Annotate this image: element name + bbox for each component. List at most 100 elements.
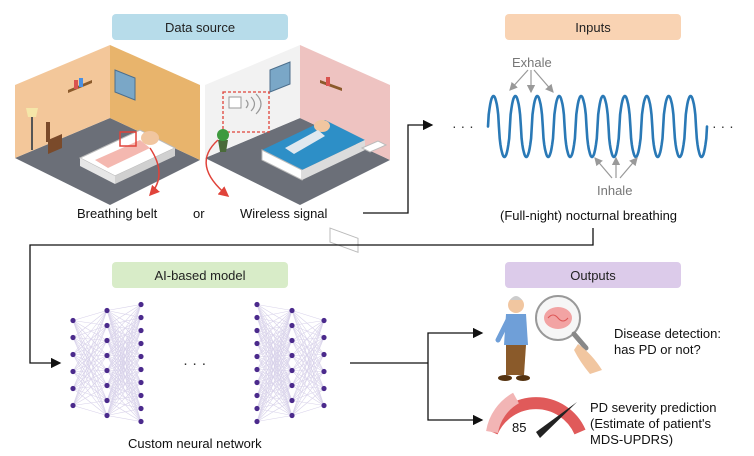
network-edge — [291, 354, 325, 416]
network-edge — [106, 317, 142, 326]
network-edge — [291, 337, 325, 341]
network-node — [104, 307, 110, 314]
network-edge — [256, 304, 293, 311]
network-edge — [106, 304, 142, 326]
network-edge — [72, 320, 108, 356]
network-edge — [291, 325, 325, 389]
network-node — [138, 301, 144, 308]
network-node — [104, 352, 110, 359]
network-edge — [256, 304, 293, 386]
network-edge — [256, 355, 293, 396]
network-edge — [291, 310, 325, 321]
network-edge — [256, 355, 293, 409]
network-edge — [256, 340, 293, 422]
network-edge — [72, 388, 108, 416]
network-edge — [72, 310, 108, 389]
network-edge — [106, 310, 142, 370]
network-edge — [72, 355, 108, 372]
network-edge — [291, 340, 325, 372]
network-node — [70, 368, 76, 375]
network-edge — [291, 337, 325, 386]
network-edge — [106, 310, 142, 331]
network-edge — [72, 325, 108, 406]
network-edge — [291, 325, 325, 355]
network-edge — [106, 304, 142, 371]
network-edge — [291, 388, 325, 401]
network-node — [104, 322, 110, 329]
network-edge — [291, 337, 325, 356]
network-edge — [72, 320, 108, 326]
network-edge — [106, 369, 142, 401]
network-edge — [106, 356, 142, 416]
network-edge — [256, 395, 293, 401]
detection-label-line2: has PD or not? — [614, 342, 701, 357]
network-edge — [106, 330, 142, 386]
network-edge — [72, 337, 108, 356]
network-edge — [256, 415, 293, 422]
network-node — [254, 314, 260, 321]
network-edge — [291, 385, 325, 389]
network-node — [254, 379, 260, 386]
severity-label-line1: PD severity prediction — [590, 400, 717, 415]
network-edge — [256, 340, 293, 383]
network-edge — [291, 370, 325, 372]
network-edge — [256, 310, 293, 396]
network-edge — [106, 355, 142, 370]
network-node — [70, 402, 76, 409]
network-edge — [291, 310, 325, 355]
network-edge — [106, 304, 142, 341]
network-edge — [106, 304, 142, 356]
network-edge — [106, 310, 142, 357]
network-edge — [106, 340, 142, 422]
neural-network — [70, 301, 327, 425]
network-edge — [106, 317, 142, 416]
network-edge — [256, 343, 293, 401]
network-edge — [291, 320, 325, 356]
network-edge — [256, 382, 293, 416]
network-edge — [72, 325, 108, 355]
network-edge — [256, 310, 293, 370]
network-node — [254, 301, 260, 308]
network-node — [321, 351, 327, 358]
network-edge — [72, 310, 108, 321]
network-edge — [106, 330, 142, 341]
network-edge — [256, 356, 293, 401]
network-edge — [256, 310, 293, 383]
network-edge — [72, 325, 108, 372]
network-edge — [256, 369, 293, 386]
network-edge — [256, 382, 293, 401]
network-node — [70, 317, 76, 324]
network-edge — [106, 340, 142, 396]
network-edge — [106, 356, 142, 401]
network-edge — [106, 304, 142, 386]
network-edge — [106, 355, 142, 357]
network-edge — [72, 337, 108, 386]
network-edge — [72, 354, 108, 356]
network-edge — [256, 310, 293, 318]
network-edge — [291, 385, 325, 406]
network-edge — [291, 310, 325, 338]
network-edge — [106, 382, 142, 416]
neural-network-label: Custom neural network — [128, 436, 262, 451]
network-edge — [256, 317, 293, 371]
network-edge — [72, 320, 108, 386]
network-edge — [291, 337, 325, 401]
network-node — [138, 418, 144, 425]
network-edge — [72, 388, 108, 401]
network-edge — [256, 382, 293, 386]
svg-text:· · ·: · · · — [452, 118, 474, 134]
network-edge — [106, 304, 142, 416]
network-edge — [291, 310, 325, 372]
network-edge — [291, 325, 325, 372]
wireless-signal-label: Wireless signal — [240, 206, 328, 221]
network-edge — [106, 325, 142, 370]
network-edge — [291, 320, 325, 326]
network-edge — [256, 340, 293, 357]
network-edge — [106, 325, 142, 383]
network-node — [138, 327, 144, 334]
arrow-source-to-inputs — [363, 119, 434, 214]
network-edge — [256, 310, 293, 409]
network-node — [321, 317, 327, 324]
network-node — [289, 337, 295, 344]
network-edge — [291, 340, 325, 389]
